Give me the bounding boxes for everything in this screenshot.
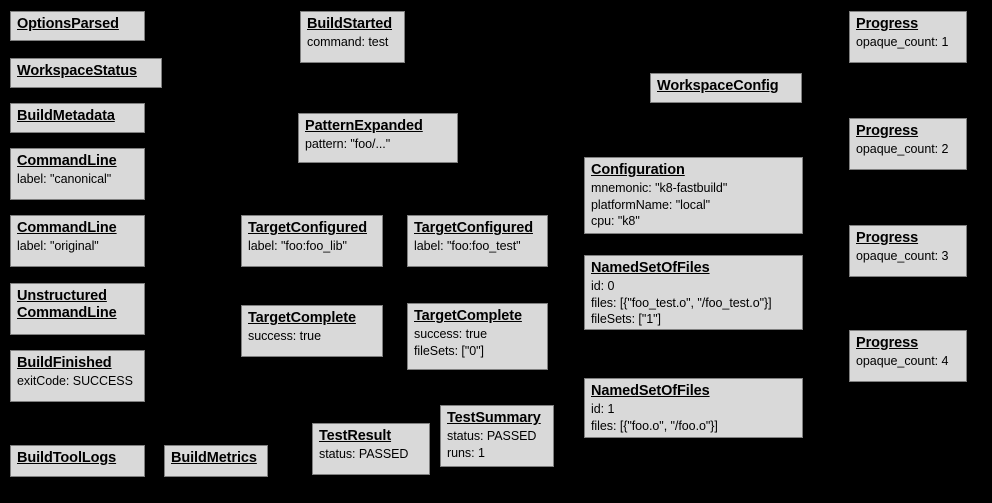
node-title: WorkspaceStatus (17, 63, 137, 79)
node-title: TargetComplete (414, 308, 522, 324)
node-test-result[interactable]: TestResult status: PASSED (312, 423, 430, 475)
node-field: status: PASSED (447, 429, 537, 444)
node-fields: pattern: "foo/..." (305, 136, 451, 153)
node-title: Progress (856, 123, 919, 139)
node-field: files: [{"foo_test.o", "/foo_test.o"}] (591, 295, 772, 310)
node-title: Unstructured CommandLine (17, 288, 117, 322)
node-field: label: "foo:foo_lib" (248, 239, 347, 254)
node-field: opaque_count: 3 (856, 249, 949, 264)
node-field: label: "foo:foo_test" (414, 239, 521, 254)
node-field: files: [{"foo.o", "/foo.o"}] (591, 418, 718, 433)
node-title: TestResult (319, 428, 392, 444)
node-progress-1[interactable]: Progress opaque_count: 1 (849, 11, 967, 63)
node-title: Configuration (591, 162, 685, 178)
node-workspace-config[interactable]: WorkspaceConfig (650, 73, 802, 103)
node-title: NamedSetOfFiles (591, 260, 710, 276)
node-title: BuildMetrics (171, 450, 257, 466)
node-fields: command: test (307, 34, 398, 51)
node-title: TargetComplete (248, 310, 356, 326)
node-field: runs: 1 (447, 445, 485, 460)
node-build-started[interactable]: BuildStarted command: test (300, 11, 405, 63)
node-target-complete-foo-lib[interactable]: TargetComplete success: true (241, 305, 383, 357)
node-target-configured-foo-test[interactable]: TargetConfigured label: "foo:foo_test" (407, 215, 548, 267)
node-command-line-original[interactable]: CommandLine label: "original" (10, 215, 145, 267)
node-field: mnemonic: "k8-fastbuild" (591, 181, 728, 196)
node-field: pattern: "foo/..." (305, 137, 391, 152)
node-fields: mnemonic: "k8-fastbuild"platformName: "l… (591, 180, 796, 230)
node-field: cpu: "k8" (591, 214, 640, 229)
node-title: OptionsParsed (17, 16, 119, 32)
node-field: id: 0 (591, 279, 615, 294)
node-progress-3[interactable]: Progress opaque_count: 3 (849, 225, 967, 277)
node-title: BuildMetadata (17, 108, 115, 124)
node-field: opaque_count: 1 (856, 35, 949, 50)
node-title: BuildFinished (17, 355, 112, 371)
node-title: CommandLine (17, 153, 117, 169)
node-title: BuildToolLogs (17, 450, 117, 466)
node-target-configured-foo-lib[interactable]: TargetConfigured label: "foo:foo_lib" (241, 215, 383, 267)
node-workspace-status[interactable]: WorkspaceStatus (10, 58, 162, 88)
node-fields: opaque_count: 3 (856, 248, 960, 265)
node-build-metrics[interactable]: BuildMetrics (164, 445, 268, 477)
node-fields: success: true (248, 328, 376, 345)
node-title: CommandLine (17, 220, 117, 236)
node-title: Progress (856, 230, 919, 246)
node-fields: label: "foo:foo_test" (414, 238, 541, 255)
node-configuration[interactable]: Configuration mnemonic: "k8-fastbuild"pla… (584, 157, 803, 234)
node-field: success: true (414, 327, 487, 342)
node-pattern-expanded[interactable]: PatternExpanded pattern: "foo/..." (298, 113, 458, 163)
node-field: label: "original" (17, 239, 99, 254)
node-progress-4[interactable]: Progress opaque_count: 4 (849, 330, 967, 382)
node-unstructured-command-line[interactable]: Unstructured CommandLine (10, 283, 145, 335)
node-fields: opaque_count: 4 (856, 353, 960, 370)
node-title: TargetConfigured (248, 220, 367, 236)
node-title: WorkspaceConfig (657, 78, 779, 94)
node-title: BuildStarted (307, 16, 393, 32)
node-progress-2[interactable]: Progress opaque_count: 2 (849, 118, 967, 170)
node-command-line-canonical[interactable]: CommandLine label: "canonical" (10, 148, 145, 200)
node-field: fileSets: ["0"] (414, 343, 484, 358)
node-field: exitCode: SUCCESS (17, 374, 133, 389)
node-title: TestSummary (447, 410, 541, 426)
node-field: opaque_count: 4 (856, 354, 949, 369)
node-field: opaque_count: 2 (856, 142, 949, 157)
node-field: command: test (307, 35, 389, 50)
node-fields: opaque_count: 1 (856, 34, 960, 51)
node-title: NamedSetOfFiles (591, 383, 710, 399)
node-field: status: PASSED (319, 447, 409, 462)
node-fields: status: PASSED (319, 446, 423, 463)
node-title: TargetConfigured (414, 220, 533, 236)
node-build-metadata[interactable]: BuildMetadata (10, 103, 145, 133)
node-title: Progress (856, 335, 919, 351)
node-field: id: 1 (591, 402, 615, 417)
node-field: success: true (248, 329, 321, 344)
node-fields: opaque_count: 2 (856, 141, 960, 158)
node-field: platformName: "local" (591, 197, 710, 212)
node-build-finished[interactable]: BuildFinished exitCode: SUCCESS (10, 350, 145, 402)
node-build-tool-logs[interactable]: BuildToolLogs (10, 445, 145, 477)
node-fields: label: "canonical" (17, 171, 138, 188)
node-field: label: "canonical" (17, 172, 112, 187)
node-fields: label: "original" (17, 238, 138, 255)
node-fields: label: "foo:foo_lib" (248, 238, 376, 255)
node-title: PatternExpanded (305, 118, 423, 134)
node-fields: exitCode: SUCCESS (17, 373, 138, 390)
node-field: fileSets: ["1"] (591, 312, 661, 327)
node-title: Progress (856, 16, 919, 32)
node-options-parsed[interactable]: OptionsParsed (10, 11, 145, 41)
